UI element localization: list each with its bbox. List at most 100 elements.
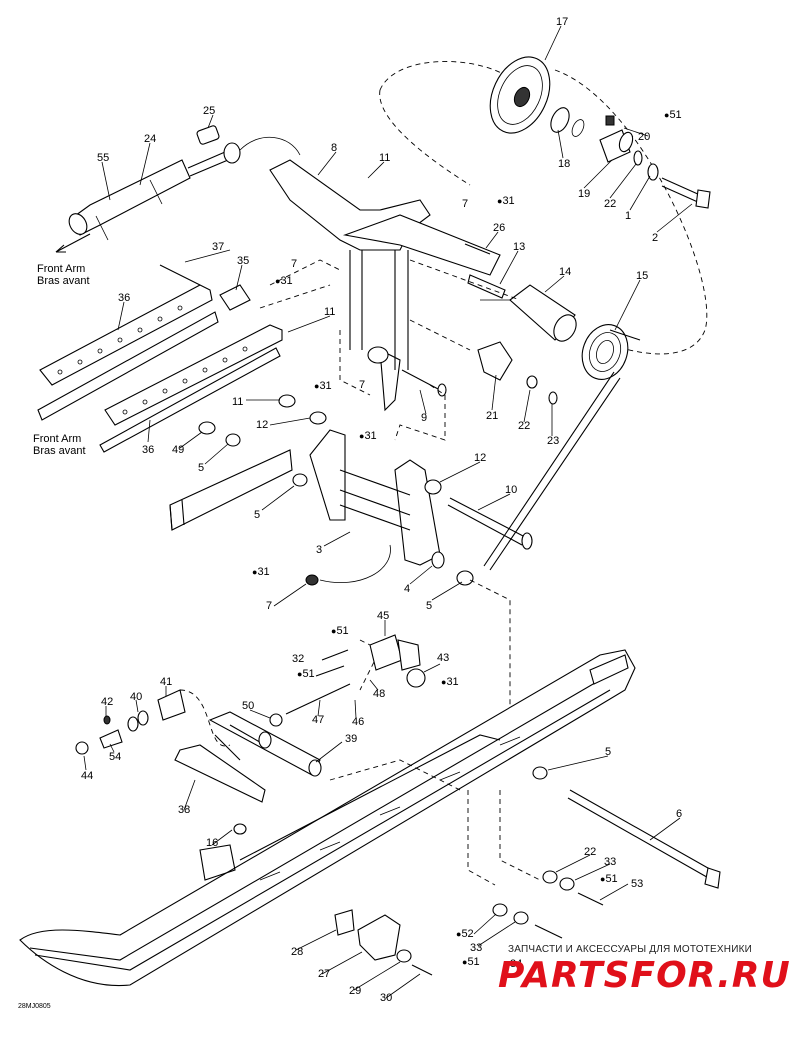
callout-number: 51: [605, 873, 618, 885]
callout-7a: 7: [462, 198, 469, 210]
callout-22a: 22: [604, 198, 617, 210]
nut-43: [406, 668, 426, 688]
callout-5d: 5: [605, 746, 612, 758]
callout-24: 24: [144, 133, 157, 145]
callout-number: 31: [319, 380, 332, 392]
lubricant-drop-icon: ●: [314, 381, 320, 391]
callout-26: 26: [493, 222, 506, 234]
drawing-code: 28MJ0805: [18, 1003, 51, 1010]
callout-1: 1: [625, 210, 632, 222]
callout-51e: ●51: [462, 956, 480, 968]
callout-46: 46: [352, 716, 365, 728]
callout-5a: 5: [198, 462, 205, 474]
lubricant-drop-icon: ●: [462, 957, 468, 967]
link-dash: [259, 259, 341, 309]
note-front-arm-2: Front Arm Bras avant: [33, 433, 86, 457]
washer-33b: [513, 911, 529, 925]
frame-dash: [339, 330, 446, 441]
callout-29: 29: [349, 985, 362, 997]
rear-arm-38: [174, 711, 322, 803]
spacer-40b: [127, 716, 139, 732]
callout-30: 30: [380, 992, 393, 1004]
callout-15: 15: [636, 270, 649, 282]
bushing-35: [219, 284, 251, 311]
axle-leader: [319, 544, 391, 584]
shaft-10: [447, 497, 533, 550]
callout-2: 2: [652, 232, 659, 244]
callout-23: 23: [547, 435, 560, 447]
callout-47: 47: [312, 714, 325, 726]
leader-lines: [83, 25, 693, 999]
callout-number: 31: [446, 676, 459, 688]
bolt-26: [464, 243, 491, 255]
callout-31d: ●31: [359, 430, 377, 442]
spacer-28: [334, 909, 355, 936]
callout-40: 40: [130, 691, 143, 703]
lubricant-drop-icon: ●: [297, 669, 303, 679]
callout-51b: ●51: [331, 625, 349, 637]
callout-39: 39: [345, 733, 358, 745]
note-line: Bras avant: [33, 445, 86, 457]
bolt-51: [315, 665, 345, 677]
lubricant-drop-icon: ●: [331, 626, 337, 636]
link-36-upper: [37, 284, 219, 421]
idler-wheel: [489, 56, 551, 134]
lubricant-drop-icon: ●: [664, 110, 670, 120]
callout-35: 35: [237, 255, 250, 267]
callout-18: 18: [558, 158, 571, 170]
callout-number: 31: [364, 430, 377, 442]
rod-47: [285, 683, 351, 715]
callout-3: 3: [316, 544, 323, 556]
callout-number: 31: [280, 275, 293, 287]
callout-31a: ●31: [497, 195, 515, 207]
block-45: [369, 634, 421, 671]
callout-51a: ●51: [664, 109, 682, 121]
bolt-53: [577, 892, 604, 906]
callout-36b: 36: [142, 444, 155, 456]
callout-number: 51: [336, 625, 349, 637]
callout-41: 41: [160, 676, 173, 688]
callout-4: 4: [404, 583, 411, 595]
washer-33a: [559, 877, 575, 891]
callout-33b: 33: [470, 942, 483, 954]
callout-42: 42: [101, 696, 114, 708]
shock-leader: [239, 136, 301, 156]
bushing-14: [509, 284, 577, 342]
callout-49: 49: [172, 444, 185, 456]
callout-33a: 33: [604, 856, 617, 868]
lubricant-drop-icon: ●: [252, 567, 258, 577]
callout-54: 54: [109, 751, 122, 763]
callout-22b: 22: [518, 420, 531, 432]
note-front-arm-1: Front Arm Bras avant: [37, 263, 90, 287]
callout-51c: ●51: [297, 668, 315, 680]
bushing-13: [467, 274, 506, 299]
adjuster-cam: [477, 341, 558, 405]
callout-52: ●52: [456, 928, 474, 940]
guide-3: [499, 790, 541, 881]
callout-12a: 12: [256, 419, 269, 431]
callout-7d: 7: [266, 600, 273, 612]
callout-7b: 7: [291, 258, 298, 270]
lubricant-drop-icon: ●: [497, 196, 503, 206]
callout-12b: 12: [474, 452, 487, 464]
note-line: Bras avant: [37, 275, 90, 287]
shock-absorber: [68, 142, 241, 241]
spring-dash: [409, 259, 521, 351]
callout-11a: 11: [379, 152, 391, 164]
callout-6: 6: [676, 808, 683, 820]
callout-55: 55: [97, 152, 110, 164]
callout-31b: ●31: [275, 275, 293, 287]
callout-25: 25: [203, 105, 216, 117]
callout-53: 53: [631, 878, 644, 890]
callout-number: 51: [302, 668, 315, 680]
callout-22c: 22: [584, 846, 597, 858]
washer-49: [198, 421, 216, 435]
rail-dash: [329, 759, 461, 791]
nut-7d: [305, 574, 319, 586]
washer-50: [269, 713, 283, 727]
lubricant-drop-icon: ●: [456, 929, 462, 939]
bushing-25: [196, 125, 220, 145]
note-line: Front Arm: [37, 263, 86, 275]
callout-20: 20: [638, 131, 651, 143]
nut-11: [278, 394, 296, 408]
